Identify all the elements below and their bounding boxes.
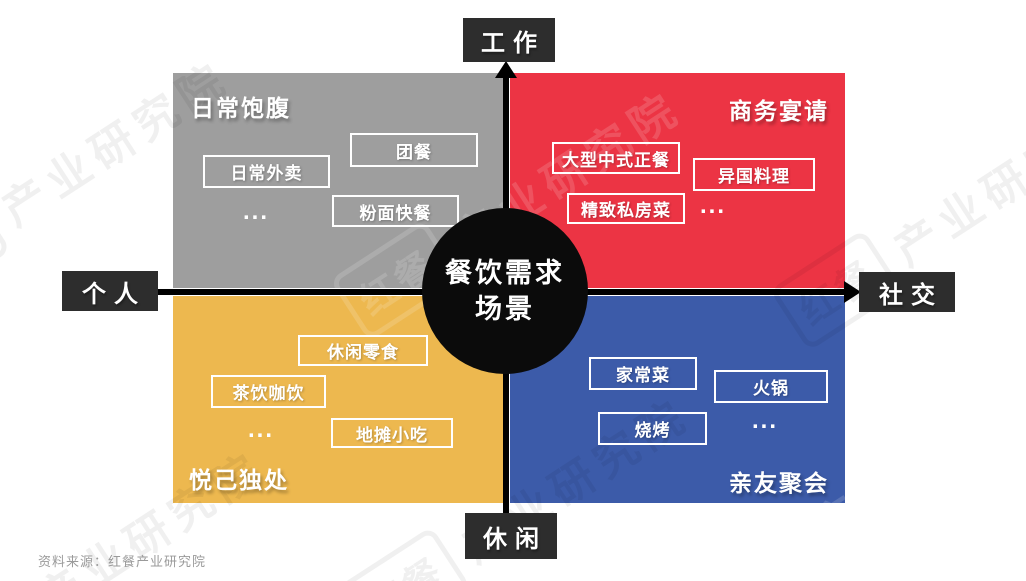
item-box-tea-coffee: 茶饮咖饮	[211, 375, 326, 408]
quadrant-title-daily-fullness: 日常饱腹	[191, 95, 291, 121]
ellipsis-daily-fullness: ...	[243, 198, 270, 225]
source-note: 资料来源：红餐产业研究院	[38, 554, 207, 569]
watermark-text: 产业研究院	[885, 92, 1026, 276]
quadrant-title-family-friends: 亲友聚会	[729, 470, 829, 496]
item-box-leisure-snacks: 休闲零食	[298, 335, 428, 366]
item-box-private-kitchen: 精致私房菜	[567, 193, 685, 224]
axis-label-social: 社交	[859, 272, 955, 312]
quadrant-title-self-pleasure: 悦己独处	[189, 467, 289, 493]
ellipsis-family-friends: ...	[752, 407, 779, 434]
item-box-noodle-fastfood: 粉面快餐	[332, 195, 459, 227]
arrow-up-icon	[495, 61, 517, 78]
item-box-street-snacks: 地摊小吃	[331, 418, 453, 448]
item-box-bbq: 烧烤	[598, 412, 707, 445]
watermark-logo-box: 红餐	[689, 506, 824, 581]
item-box-large-chinese-dinner: 大型中式正餐	[552, 142, 680, 174]
center-node-line1: 餐饮需求	[445, 257, 565, 288]
ellipsis-business-banquet: ...	[700, 192, 727, 219]
item-box-hotpot: 火锅	[714, 370, 828, 403]
watermark-logo-box: 红餐	[0, 189, 12, 312]
quadrant-title-business-banquet: 商务宴请	[729, 98, 829, 124]
axis-label-leisure: 休闲	[465, 513, 557, 559]
arrow-right-icon	[844, 281, 861, 303]
item-box-daily-delivery: 日常外卖	[203, 155, 330, 188]
center-node-line2: 场景	[475, 294, 535, 324]
ellipsis-self-pleasure: ...	[248, 416, 275, 443]
item-box-group-meal: 团餐	[350, 133, 478, 167]
axis-label-personal: 个人	[62, 271, 158, 311]
center-node: 餐饮需求 场景	[422, 208, 588, 374]
item-box-home-cooking: 家常菜	[589, 357, 697, 390]
item-box-foreign-cuisine: 异国料理	[693, 158, 815, 191]
axis-label-work: 工作	[463, 18, 555, 62]
watermark-logo-box: 红餐	[337, 526, 472, 581]
